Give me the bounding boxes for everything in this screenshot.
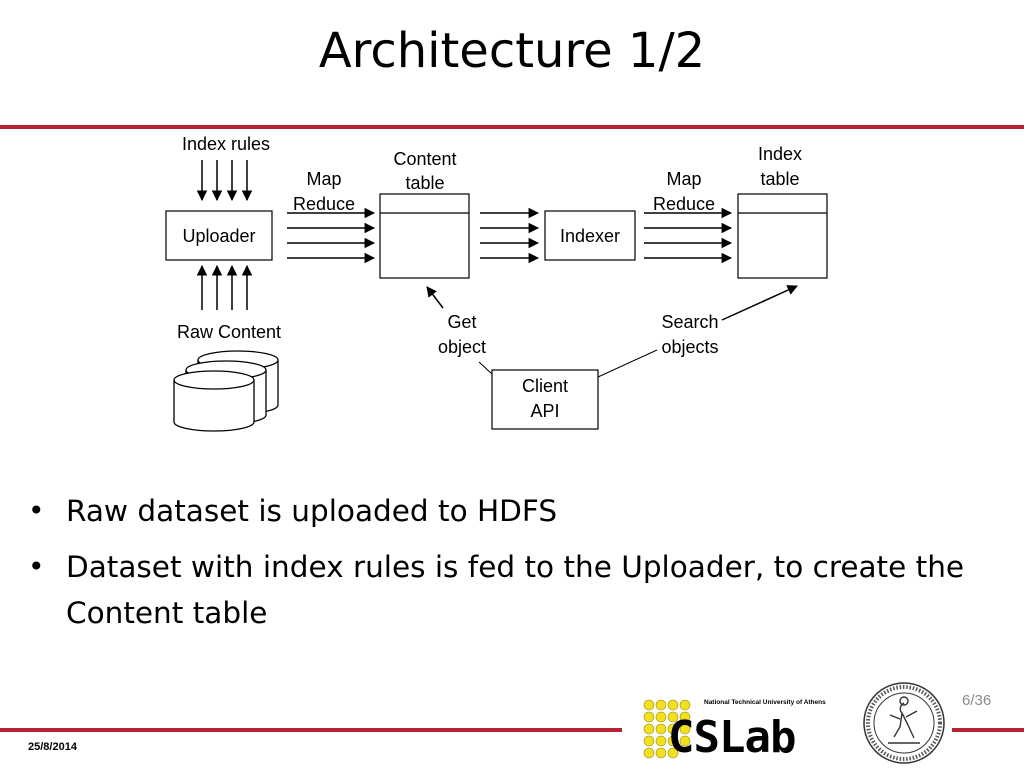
top-divider — [0, 125, 1024, 129]
bottom-divider-left — [0, 728, 622, 732]
search-objects-label: Search — [661, 312, 718, 332]
get-object-label: Get — [447, 312, 476, 332]
architecture-diagram: Index rules Uploader Raw Content — [165, 134, 828, 432]
university-name: National Technical University of Athens — [704, 699, 826, 706]
get-object-connector — [478, 361, 493, 375]
indexer-box: Indexer — [544, 210, 636, 261]
uploader-label: Uploader — [182, 226, 255, 246]
map-reduce-left-arrows — [287, 207, 376, 264]
client-api-label: Client — [522, 376, 568, 396]
bullet-item: Dataset with index rules is fed to the U… — [28, 544, 1003, 636]
database-icon — [173, 350, 279, 432]
map-reduce-right-arrows — [644, 207, 733, 264]
bottom-divider-right — [952, 728, 1024, 732]
slide-title: Architecture 1/2 — [318, 23, 706, 79]
bullet-list: Raw dataset is uploaded to HDFS Dataset … — [28, 488, 1003, 646]
content-table-label: table — [405, 173, 444, 193]
content-table-box — [379, 193, 470, 279]
index-rules-arrows — [196, 160, 253, 202]
client-api-label: API — [530, 401, 559, 421]
search-objects-label: objects — [661, 337, 718, 357]
index-table-box — [737, 193, 828, 279]
raw-content-label: Raw Content — [177, 322, 281, 342]
map-reduce-left-label: Reduce — [293, 194, 355, 214]
bullet-item: Raw dataset is uploaded to HDFS — [28, 488, 1003, 534]
content-to-indexer-arrows — [480, 207, 540, 264]
index-table-label: Index — [758, 144, 802, 164]
client-api-box: Client API — [491, 369, 599, 430]
map-reduce-left-label: Map — [306, 169, 341, 189]
cslab-logo-text: CSLab — [668, 712, 796, 763]
ntua-seal-icon — [863, 682, 945, 764]
search-objects-connector — [597, 349, 658, 378]
indexer-label: Indexer — [560, 226, 620, 246]
index-table-label: table — [760, 169, 799, 189]
get-object-label: object — [438, 337, 486, 357]
index-rules-label: Index rules — [182, 134, 270, 154]
map-reduce-right-label: Map — [666, 169, 701, 189]
cslab-dots-icon — [643, 699, 691, 759]
page-number: 6/36 — [962, 692, 992, 709]
get-object-arrow — [426, 286, 444, 309]
uploader-box: Uploader — [165, 210, 273, 261]
content-table-label: Content — [393, 149, 456, 169]
search-objects-arrow — [721, 285, 798, 321]
raw-content-arrows — [196, 264, 253, 310]
map-reduce-right-label: Reduce — [653, 194, 715, 214]
slide-date: 25/8/2014 — [28, 741, 77, 753]
